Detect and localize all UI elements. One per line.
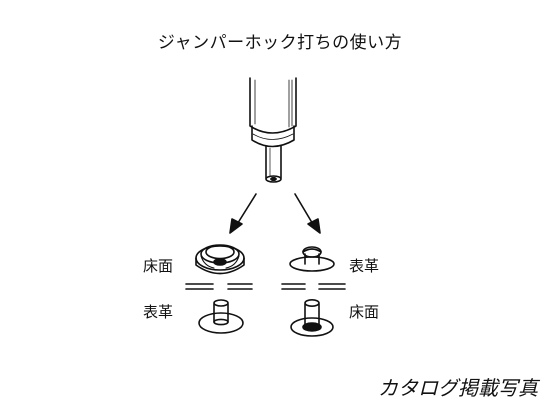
- catalog-caption: カタログ掲載写真: [378, 376, 538, 400]
- leather-layer-right: [281, 283, 346, 290]
- post-part-illustration: [198, 299, 244, 334]
- arrow-right-icon: [294, 193, 321, 234]
- label-flesh-side-right: 床面: [349, 303, 380, 321]
- label-grain-side-right: 表革: [349, 257, 380, 275]
- socket-part-illustration: [195, 244, 245, 275]
- diagram-title: ジャンパーホック打ちの使い方: [157, 33, 403, 53]
- arrow-left-icon: [229, 193, 257, 234]
- base-part-illustration: [290, 298, 334, 337]
- punch-tool-illustration: [249, 77, 297, 183]
- leather-layer-left: [185, 283, 253, 290]
- label-flesh-side-left: 床面: [143, 257, 174, 275]
- label-grain-side-left: 表革: [143, 303, 174, 321]
- stud-part-illustration: [289, 246, 335, 272]
